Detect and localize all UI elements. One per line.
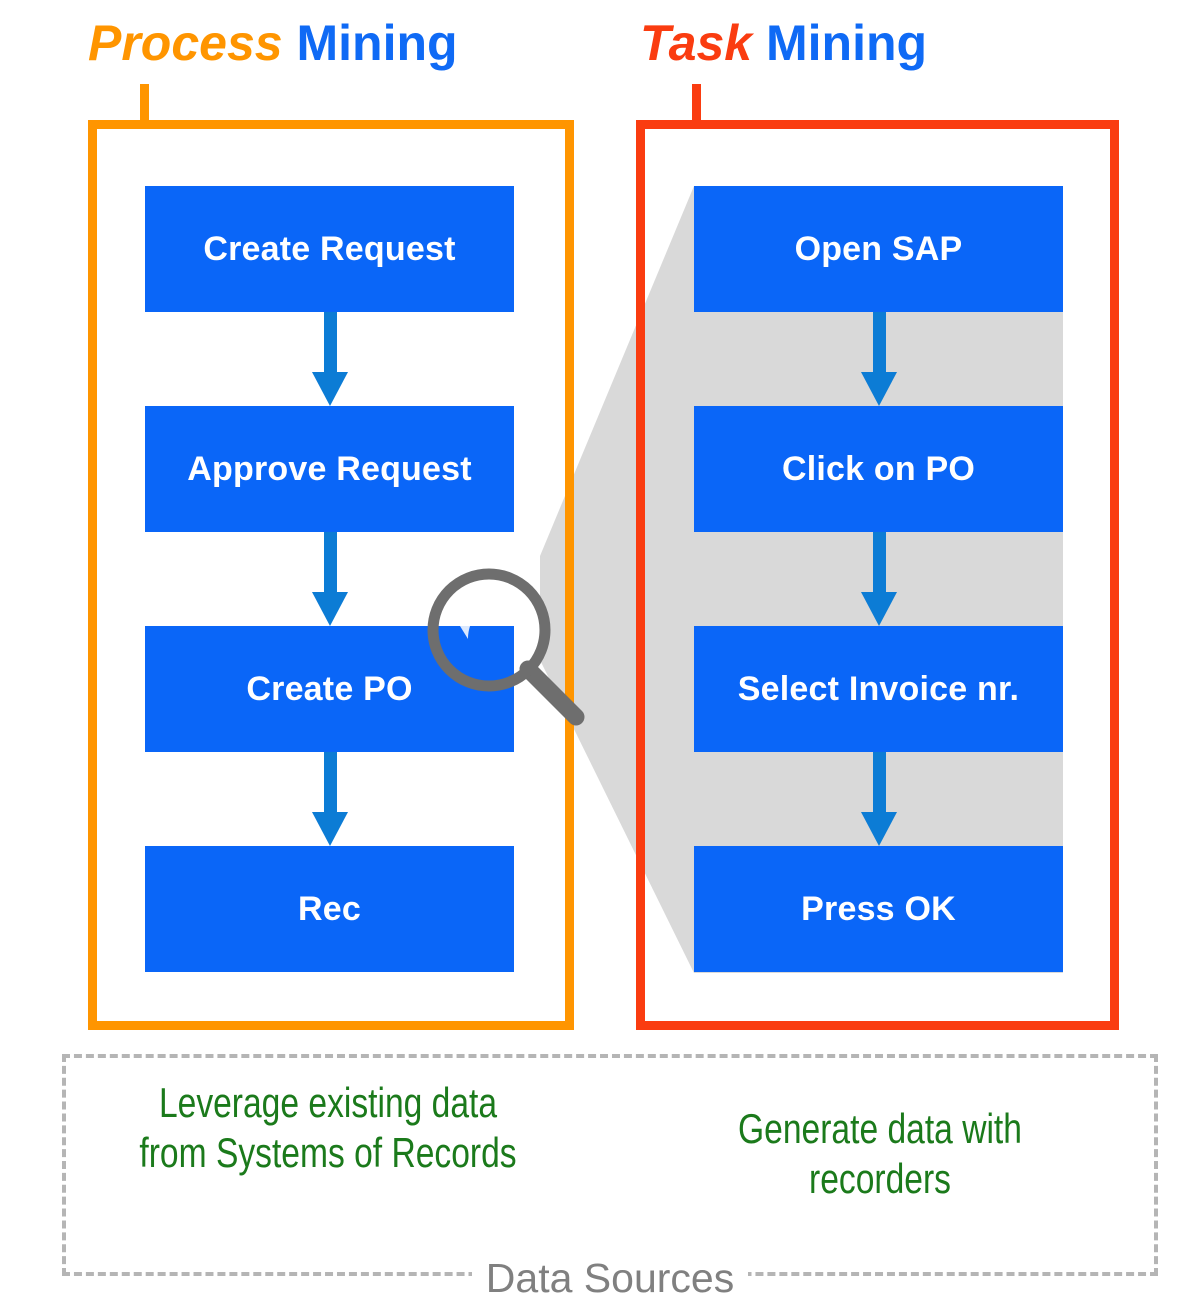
task-step-box-2[interactable]: Click on PO bbox=[694, 406, 1063, 532]
task-mining-title: Task Mining bbox=[640, 18, 927, 68]
arrow-shaft bbox=[324, 752, 337, 818]
arrow-head-icon bbox=[312, 592, 348, 626]
arrow-head-icon bbox=[861, 592, 897, 626]
process-arrow-1 bbox=[300, 312, 360, 406]
data-sources-caption: Data Sources bbox=[66, 1255, 1154, 1302]
arrow-head-icon bbox=[312, 812, 348, 846]
process-step-box-1[interactable]: Create Request bbox=[145, 186, 514, 312]
process-arrow-2 bbox=[300, 532, 360, 626]
process-step-box-4[interactable]: Rec bbox=[145, 846, 514, 972]
arrow-shaft bbox=[873, 532, 886, 598]
data-sources-box: Data Sources bbox=[62, 1054, 1158, 1301]
arrow-head-icon bbox=[861, 372, 897, 406]
process-mining-title-keyword: Process bbox=[88, 15, 283, 71]
task-step-box-1[interactable]: Open SAP bbox=[694, 186, 1063, 312]
task-arrow-2 bbox=[849, 532, 909, 626]
arrow-shaft bbox=[873, 752, 886, 818]
task-title-connector bbox=[692, 84, 701, 124]
arrow-shaft bbox=[873, 312, 886, 378]
process-title-connector bbox=[140, 84, 149, 124]
task-step-box-4[interactable]: Press OK bbox=[694, 846, 1063, 972]
process-mining-frame bbox=[88, 120, 574, 1030]
arrow-head-icon bbox=[861, 812, 897, 846]
task-arrow-3 bbox=[849, 752, 909, 846]
arrow-shaft bbox=[324, 532, 337, 598]
data-sources-left-text: Leverage existing data from Systems of R… bbox=[139, 1079, 517, 1176]
arrow-shaft bbox=[324, 312, 337, 378]
arrow-head-icon bbox=[312, 372, 348, 406]
process-mining-title-rest: Mining bbox=[282, 15, 458, 71]
data-sources-right-text: Generate data with recorders bbox=[738, 1105, 1022, 1202]
task-step-box-3[interactable]: Select Invoice nr. bbox=[694, 626, 1063, 752]
magnifier-icon bbox=[427, 568, 585, 726]
data-sources-caption-text: Data Sources bbox=[471, 1255, 749, 1301]
process-step-box-3[interactable]: Create PO bbox=[145, 626, 514, 752]
task-mining-frame bbox=[636, 120, 1119, 1030]
task-arrow-1 bbox=[849, 312, 909, 406]
task-mining-title-rest: Mining bbox=[752, 15, 928, 71]
process-arrow-3 bbox=[300, 752, 360, 846]
task-mining-title-keyword: Task bbox=[640, 15, 753, 71]
process-mining-title: Process Mining bbox=[88, 18, 458, 68]
process-step-box-2[interactable]: Approve Request bbox=[145, 406, 514, 532]
